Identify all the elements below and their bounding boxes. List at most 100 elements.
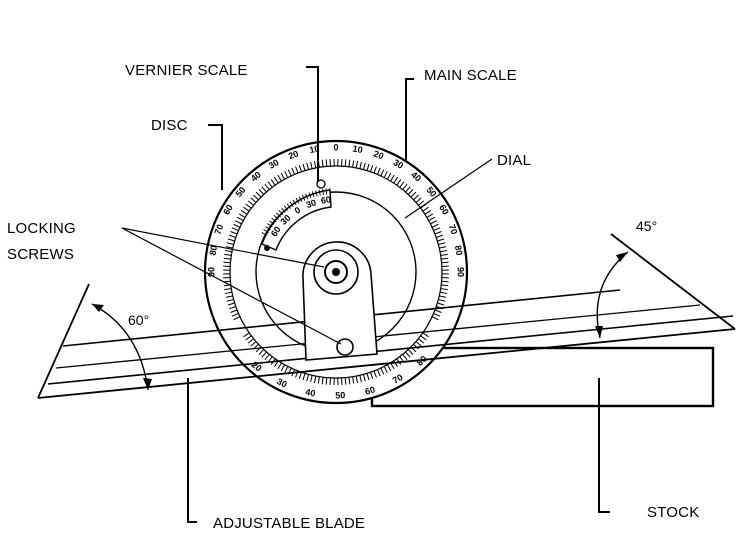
scale-tick (233, 316, 241, 321)
vernier-tick (315, 190, 318, 197)
scale-tick (306, 374, 310, 382)
scale-tick (359, 375, 362, 383)
scale-tick (231, 227, 239, 232)
scale-tick (245, 203, 252, 209)
scale-tick (407, 189, 414, 195)
scale-tick (227, 302, 235, 306)
scale-tick (298, 164, 302, 172)
scale-tick (226, 298, 234, 302)
locking-screws-label-line1: LOCKING (7, 220, 76, 237)
main-scale-number: 20 (372, 148, 385, 161)
scale-tick (313, 375, 317, 384)
scale-tick (225, 246, 233, 249)
vernier-tick (281, 207, 286, 213)
scale-tick (362, 374, 366, 382)
scale-tick (321, 377, 324, 385)
scale-tick (383, 366, 388, 373)
scale-tick (415, 341, 422, 347)
scale-tick (439, 291, 448, 295)
scale-tick (439, 295, 447, 298)
main-scale-number: 30 (391, 157, 405, 171)
vernier-tick (269, 220, 275, 225)
scale-tick (225, 295, 233, 298)
scale-tick (250, 341, 257, 347)
scale-tick (245, 335, 252, 341)
scale-tick (441, 261, 449, 264)
angle-60-label: 60° (128, 312, 149, 328)
vernier-tick (318, 189, 321, 196)
scale-tick (407, 349, 414, 355)
scale-tick (231, 312, 239, 317)
scale-tick (418, 338, 425, 344)
scale-tick (424, 210, 432, 215)
scale-tick (433, 227, 441, 232)
scale-tick (344, 159, 347, 167)
scale-tick (380, 367, 385, 375)
vernier-tick (305, 193, 309, 200)
scale-tick (413, 194, 419, 201)
scale-tick (439, 249, 448, 253)
locking-screws-label-line2: SCREWS (7, 246, 74, 263)
angle-60: 60° (91, 303, 152, 391)
scale-tick (230, 231, 238, 235)
vernier-sector (261, 189, 332, 251)
main-scale-number: 10 (309, 143, 321, 155)
scale-tick (255, 191, 262, 198)
scale-tick (250, 197, 257, 203)
vernier-scale-label: VERNIER SCALE (125, 62, 248, 79)
scale-tick (235, 220, 242, 225)
scale-tick (270, 179, 276, 186)
scale-tick (376, 369, 381, 377)
vernier-tick (265, 226, 271, 231)
main-scale-number: 50 (424, 185, 438, 199)
scale-tick (228, 306, 236, 310)
vernier-tick (298, 196, 303, 203)
vernier-tick (273, 215, 279, 220)
vernier-tick (289, 201, 294, 207)
main-scale-number: 20 (287, 148, 300, 161)
main-scale-number: 70 (447, 223, 460, 236)
scale-tick (280, 364, 286, 372)
vernier-tick (325, 188, 328, 195)
vernier-tick (267, 223, 273, 228)
main-scale-number: 60 (221, 203, 235, 217)
vernier-number: 0 (293, 205, 303, 216)
vernier-tick (286, 203, 291, 209)
vernier-tick (263, 229, 269, 233)
vernier-graduations (261, 188, 331, 236)
scale-tick (441, 257, 449, 260)
angle-45: 45° (595, 218, 657, 339)
scale-tick (436, 234, 444, 238)
locking-arm (302, 241, 378, 361)
main-scale-graduations (223, 159, 449, 385)
scale-tick (426, 213, 434, 218)
scale-tick (223, 261, 231, 264)
scale-tick (226, 242, 234, 246)
main-scale-number: 0 (333, 142, 338, 152)
scale-tick (310, 161, 313, 169)
scale-tick (284, 366, 289, 373)
adjustable-blade-label: ADJUSTABLE BLADE (213, 515, 365, 532)
scale-tick (277, 362, 282, 370)
scale-tick (441, 284, 449, 287)
scale-tick (393, 176, 398, 184)
vernier-tick (283, 205, 289, 211)
scale-tick (420, 335, 427, 341)
main-scale-number: 80 (453, 245, 465, 257)
main-scale-number: 50 (335, 390, 345, 400)
main-scale-number: 50 (233, 185, 247, 199)
scale-tick (224, 288, 232, 291)
scale-tick (405, 351, 411, 358)
scale-tick (410, 191, 417, 198)
scale-tick (373, 370, 377, 378)
scale-tick (224, 291, 233, 295)
scale-tick (298, 372, 302, 380)
scale-tick (402, 183, 408, 190)
scale-tick (233, 223, 241, 228)
scale-tick (306, 162, 310, 170)
scale-tick (247, 200, 254, 206)
scale-tick (258, 349, 265, 355)
scale-tick (440, 253, 448, 256)
